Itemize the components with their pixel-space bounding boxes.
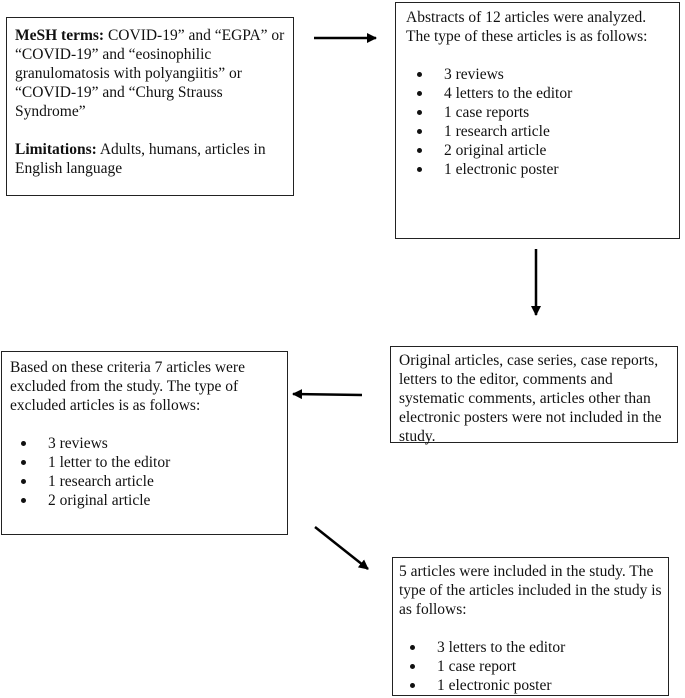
list-item: 4 letters to the editor (406, 84, 669, 103)
list-item: 3 letters to the editor (399, 638, 663, 657)
abstracts-intro: Abstracts of 12 articles were analyzed. … (406, 9, 648, 45)
list-item: 1 case reports (406, 103, 669, 122)
abstracts-box: Abstracts of 12 articles were analyzed. … (395, 2, 680, 239)
list-item: 1 research article (406, 122, 669, 141)
limitations-label: Limitations: (15, 141, 97, 158)
excluded-list: 3 reviews 1 letter to the editor 1 resea… (10, 434, 279, 510)
limitations-text: Adults, humans, articles in English lang… (15, 141, 266, 177)
excluded-articles-box: Based on these criteria 7 articles were … (1, 351, 288, 535)
included-intro: 5 articles were included in the study. T… (399, 563, 662, 618)
list-item: 3 reviews (406, 65, 669, 84)
search-terms-box: MeSH terms: COVID-19” and “EGPA” or “COV… (6, 17, 294, 196)
list-item: 2 original article (10, 491, 279, 510)
limitations-paragraph: Limitations: Adults, humans, articles in… (15, 140, 285, 178)
excluded-intro: Based on these criteria 7 articles were … (10, 359, 245, 414)
exclusion-criteria-box: Original articles, case series, case rep… (390, 346, 678, 445)
mesh-terms-label: MeSH terms: (15, 27, 105, 44)
arrow-criteria-to-excluded (292, 389, 363, 400)
included-list: 3 letters to the editor 1 case report 1 … (399, 638, 663, 695)
list-item: 1 electronic poster (399, 676, 663, 695)
exclusion-criteria-text: Original articles, case series, case rep… (399, 352, 662, 445)
arrow-excluded-to-included (314, 526, 369, 570)
mesh-terms-paragraph: MeSH terms: COVID-19” and “EGPA” or “COV… (15, 26, 285, 121)
list-item: 1 research article (10, 472, 279, 491)
included-articles-box: 5 articles were included in the study. T… (392, 557, 669, 696)
mesh-terms-text: COVID-19” and “EGPA” or “COVID-19” and “… (15, 27, 285, 120)
list-item: 1 case report (399, 657, 663, 676)
list-item: 2 original article (406, 141, 669, 160)
abstracts-list: 3 reviews 4 letters to the editor 1 case… (406, 65, 669, 179)
list-item: 1 letter to the editor (10, 453, 279, 472)
list-item: 1 electronic poster (406, 160, 669, 179)
list-item: 3 reviews (10, 434, 279, 453)
